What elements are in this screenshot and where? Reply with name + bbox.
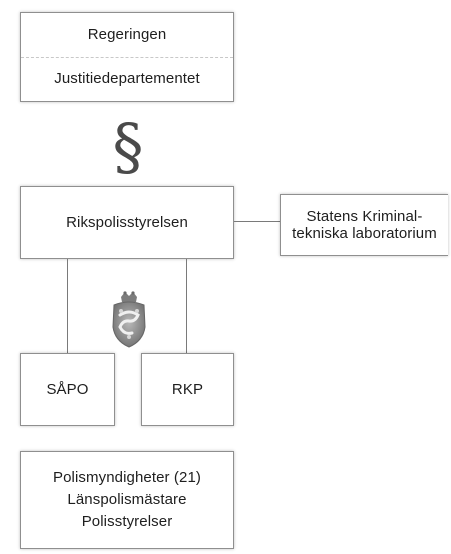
connector-rps-sapo bbox=[67, 259, 68, 353]
coat-of-arms-icon bbox=[112, 291, 146, 348]
government-box: Regeringen Justitiedepartementet bbox=[20, 12, 234, 102]
connector-rps-rkp bbox=[186, 259, 187, 353]
police-authorities-label: Polismyndigheter (21) bbox=[53, 469, 201, 486]
paragraph-icon: § bbox=[112, 110, 144, 183]
county-police-chief-label: Länspolismästare bbox=[67, 491, 187, 508]
police-authorities-box: Polismyndigheter (21) Länspolismästare P… bbox=[20, 451, 234, 549]
security-police-label: SÅPO bbox=[46, 380, 89, 398]
government-label: Regeringen bbox=[87, 25, 167, 43]
forensic-laboratory-box: Statens Kriminal- tekniska laboratorium bbox=[280, 194, 448, 256]
security-police-box: SÅPO bbox=[20, 353, 115, 426]
ministry-label: Justitiedepartementet bbox=[54, 70, 200, 88]
police-boards-label: Polisstyrelser bbox=[81, 513, 173, 530]
connector-rps-skl bbox=[234, 221, 280, 222]
criminal-police-label: RKP bbox=[171, 380, 204, 398]
national-police-board-label: Rikspolisstyrelsen bbox=[66, 213, 188, 231]
forensic-laboratory-label-line1: Statens Kriminal- bbox=[306, 208, 423, 225]
criminal-police-box: RKP bbox=[141, 353, 234, 426]
forensic-laboratory-label-line2: tekniska laboratorium bbox=[292, 225, 437, 242]
dashed-divider bbox=[21, 56, 233, 58]
national-police-board-box: Rikspolisstyrelsen bbox=[20, 186, 234, 259]
